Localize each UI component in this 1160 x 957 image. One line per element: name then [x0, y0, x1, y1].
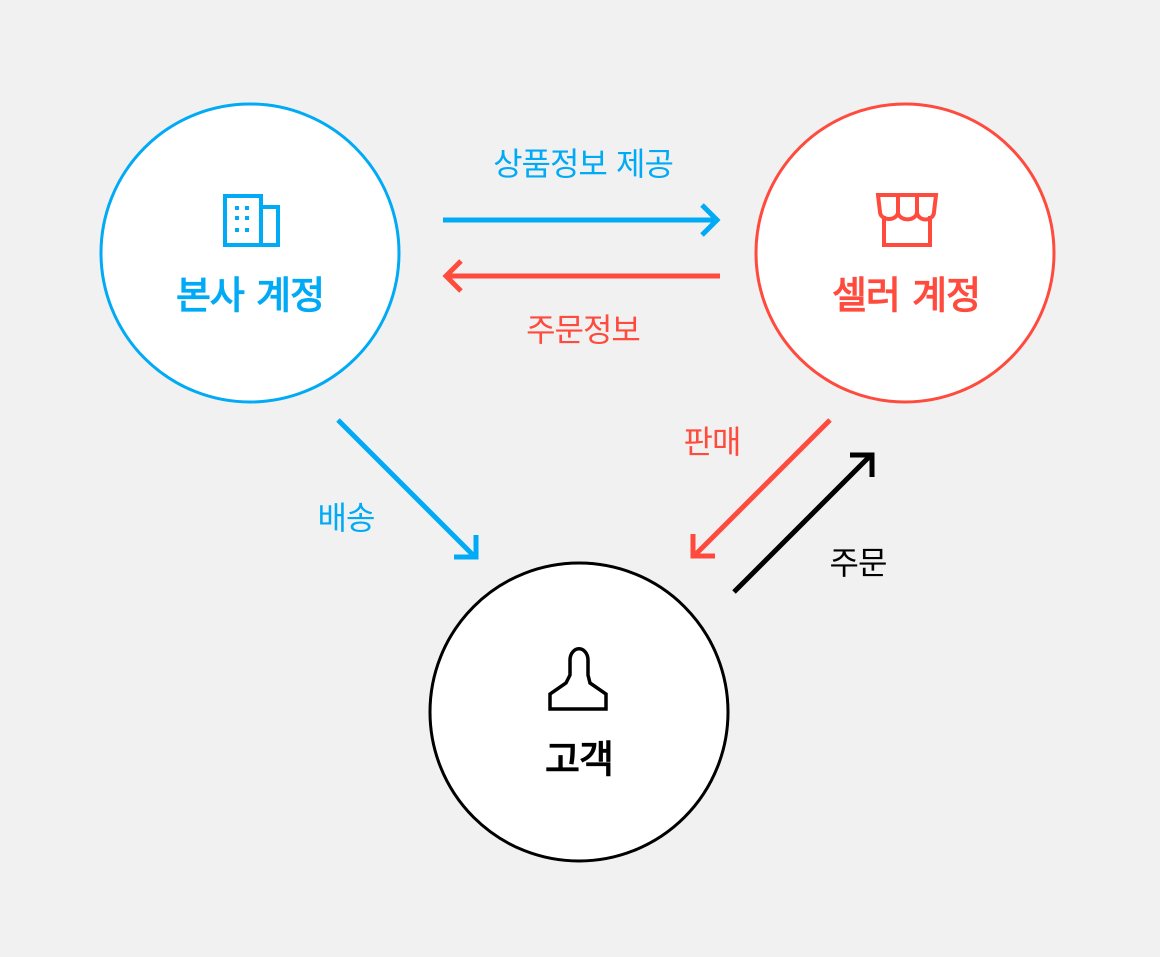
seller-node: [754, 102, 1056, 404]
order-arrow: [732, 452, 875, 594]
customer-label: 고객: [545, 737, 614, 782]
order-info-label: 주문정보: [526, 311, 641, 349]
building-icon: [223, 194, 280, 247]
hq-node: [99, 102, 401, 404]
hq-label: 본사 계정: [175, 273, 325, 318]
customer-node: [428, 561, 730, 863]
product-info-label: 상품정보 제공: [493, 145, 674, 183]
seller-label: 셀러 계정: [831, 273, 981, 318]
order-label: 주문: [829, 544, 888, 582]
order-info-arrow: [442, 259, 720, 293]
shipping-arrow: [336, 418, 479, 560]
shipping-label: 배송: [317, 499, 376, 537]
person-icon: [548, 647, 608, 711]
sale-label: 판매: [683, 423, 742, 461]
store-icon: [875, 193, 939, 247]
product-info-arrow: [443, 203, 721, 237]
sale-arrow: [690, 418, 832, 559]
